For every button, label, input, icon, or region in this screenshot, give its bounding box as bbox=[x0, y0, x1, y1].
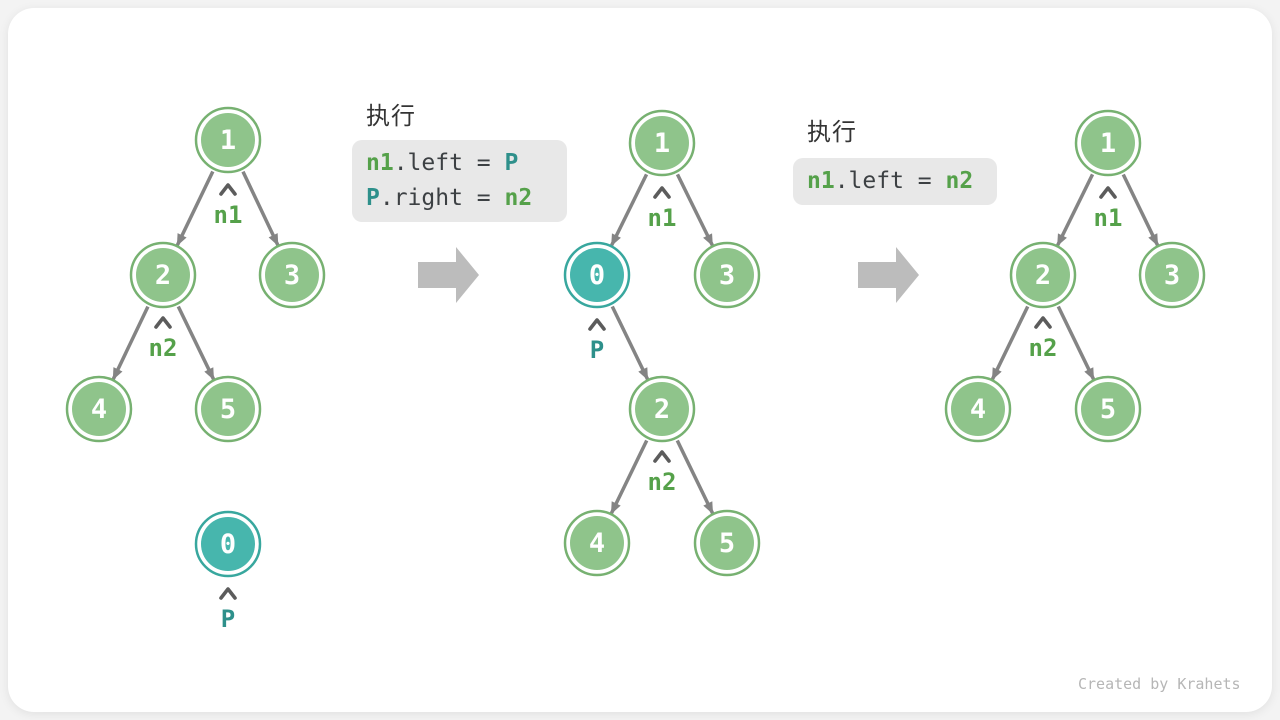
pointer-label-n1: n1 bbox=[1094, 204, 1123, 232]
tree-node-4: 4 bbox=[944, 375, 1012, 443]
code-token: .left = bbox=[834, 168, 946, 194]
code-line: n1.left = P bbox=[366, 146, 567, 181]
code-token: n1 bbox=[366, 150, 394, 176]
tree-edge bbox=[609, 439, 649, 515]
watermark-credit: Created by Krahets bbox=[1078, 675, 1241, 693]
code-token: n2 bbox=[504, 185, 533, 211]
node-value: 1 bbox=[220, 125, 236, 156]
flow-arrow-icon bbox=[858, 247, 919, 303]
node-value: 3 bbox=[284, 260, 300, 291]
code-token: n1 bbox=[807, 168, 835, 194]
tree-node-1: 1 bbox=[194, 106, 262, 174]
tree-edge bbox=[610, 173, 649, 247]
tree-node-3: 3 bbox=[258, 241, 326, 309]
node-value: 0 bbox=[220, 529, 236, 560]
code-token: n2 bbox=[945, 168, 974, 194]
pointer-label-n1: n1 bbox=[214, 201, 243, 229]
code-token: .right = bbox=[379, 185, 505, 211]
pointer-caret-icon bbox=[219, 183, 237, 196]
tree-node-0: 0 bbox=[194, 510, 262, 578]
code-token: .left = bbox=[393, 150, 505, 176]
pointer-caret-icon bbox=[588, 318, 606, 331]
node-value: 3 bbox=[719, 260, 735, 291]
node-value: 2 bbox=[654, 394, 670, 425]
tree-edge bbox=[1056, 305, 1096, 381]
code-block-2: n1.left = n2 bbox=[793, 158, 997, 205]
tree-node-1: 1 bbox=[1074, 109, 1142, 177]
pointer-caret-icon bbox=[653, 186, 671, 199]
pointer-caret-icon bbox=[1034, 316, 1052, 329]
pointer-caret-icon bbox=[1099, 186, 1117, 199]
tree-edge bbox=[610, 305, 650, 381]
tree-node-1: 1 bbox=[628, 109, 696, 177]
tree-node-0: 0 bbox=[563, 241, 631, 309]
node-value: 3 bbox=[1164, 260, 1180, 291]
tree-edge bbox=[111, 305, 150, 381]
tree-node-5: 5 bbox=[194, 375, 262, 443]
pointer-caret-icon bbox=[154, 316, 172, 329]
code-token: P bbox=[366, 185, 380, 211]
pointer-label-n2: n2 bbox=[149, 334, 178, 362]
node-value: 5 bbox=[719, 528, 735, 559]
code-line: P.right = n2 bbox=[366, 181, 567, 216]
tree-edge bbox=[675, 439, 715, 515]
tree-node-3: 3 bbox=[1138, 241, 1206, 309]
tree-node-3: 3 bbox=[693, 241, 761, 309]
tree-node-4: 4 bbox=[65, 375, 133, 443]
pointer-caret-icon bbox=[653, 450, 671, 463]
node-value: 5 bbox=[220, 394, 236, 425]
tree-node-2: 2 bbox=[129, 241, 197, 309]
tree-node-4: 4 bbox=[563, 509, 631, 577]
tree-edge bbox=[175, 170, 215, 247]
code-line: n1.left = n2 bbox=[807, 164, 997, 199]
tree-node-2: 2 bbox=[1009, 241, 1077, 309]
pointer-label-n2: n2 bbox=[648, 468, 677, 496]
node-value: 0 bbox=[589, 260, 605, 291]
tree-node-2: 2 bbox=[628, 375, 696, 443]
node-value: 4 bbox=[970, 394, 986, 425]
tree-edge bbox=[1121, 173, 1160, 247]
tree-edge bbox=[241, 170, 280, 247]
flow-arrow-icon bbox=[418, 247, 479, 303]
tree-edge bbox=[1056, 173, 1095, 247]
pointer-label-P: P bbox=[221, 605, 235, 633]
tree-node-5: 5 bbox=[693, 509, 761, 577]
tree-after-removal: 1 2 3 4 5 n1 n2 bbox=[944, 109, 1206, 443]
node-value: 1 bbox=[1100, 128, 1116, 159]
tree-before-insertion: 1 2 3 4 5 0 n1 n2P bbox=[65, 106, 326, 633]
node-value: 2 bbox=[1035, 260, 1051, 291]
pointer-caret-icon bbox=[219, 587, 237, 600]
node-value: 5 bbox=[1100, 394, 1116, 425]
exec-title-2: 执行 bbox=[807, 119, 857, 146]
code-block-1: n1.left = P P.right = n2 bbox=[352, 140, 567, 222]
tree-node-5: 5 bbox=[1074, 375, 1142, 443]
node-value: 4 bbox=[589, 528, 605, 559]
node-value: 4 bbox=[91, 394, 107, 425]
pointer-label-n2: n2 bbox=[1029, 334, 1058, 362]
node-value: 2 bbox=[155, 260, 171, 291]
node-value: 1 bbox=[654, 128, 670, 159]
tree-edge bbox=[990, 305, 1030, 381]
pointer-label-P: P bbox=[590, 336, 604, 364]
tree-edge bbox=[176, 305, 216, 381]
exec-title-1: 执行 bbox=[366, 103, 416, 130]
code-token: P bbox=[504, 150, 519, 176]
pointer-label-n1: n1 bbox=[648, 204, 677, 232]
tree-edge bbox=[675, 173, 714, 247]
